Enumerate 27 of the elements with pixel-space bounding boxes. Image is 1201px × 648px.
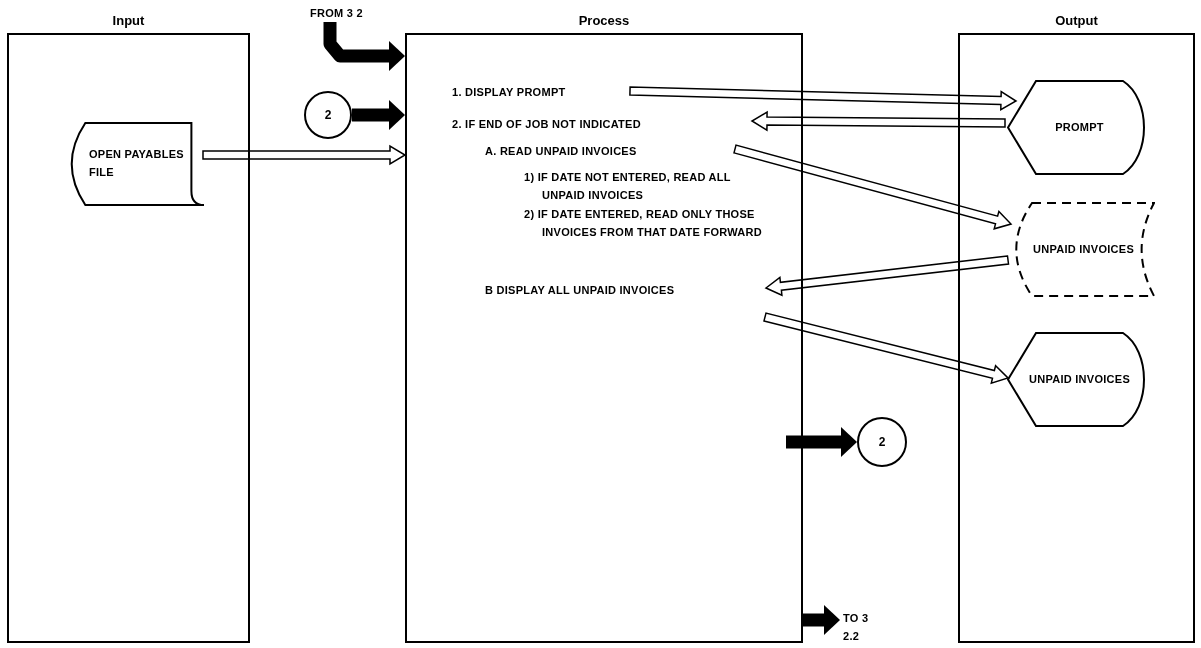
step-text: 2) IF DATE ENTERED, READ ONLY THOSE INVOICES FROM THAT DATE FORWARD	[524, 206, 776, 242]
solid-arrow	[786, 427, 857, 457]
hollow-arrow	[629, 86, 1018, 111]
step-text: 1) IF DATE NOT ENTERED, READ ALL UNPAID INVOICES	[524, 169, 769, 205]
step-text: B DISPLAY ALL UNPAID INVOICES	[485, 282, 765, 300]
dashed-storage-symbol	[1012, 202, 1155, 297]
step-text: 2. IF END OF JOB NOT INDICATED	[452, 116, 752, 134]
lane-heading: Process	[577, 12, 631, 30]
document-symbol	[69, 122, 205, 206]
solid-arrow	[803, 605, 840, 635]
hollow-arrow	[202, 144, 407, 166]
symbol-label: PROMPT	[1054, 119, 1105, 135]
connector-label: TO 3 2.2	[843, 610, 883, 646]
lane-heading: Output	[1054, 12, 1099, 30]
hollow-arrow	[733, 144, 1013, 230]
solid-arrow	[323, 22, 405, 71]
step-text: 1. DISPLAY PROMPT	[452, 84, 627, 102]
step-text: A. READ UNPAID INVOICES	[485, 143, 735, 161]
solid-arrow	[352, 100, 405, 130]
lane-heading: Input	[111, 12, 146, 30]
hollow-arrow	[763, 312, 1010, 385]
symbol-label: UNPAID INVOICES	[1031, 241, 1136, 257]
hollow-arrow	[750, 110, 1006, 132]
symbol-label: UNPAID INVOICES	[1027, 371, 1132, 387]
hollow-arrow	[764, 255, 1010, 297]
symbol-label: OPEN PAYABLES FILE	[88, 147, 185, 180]
connector-label: FROM 3 2	[310, 5, 380, 23]
